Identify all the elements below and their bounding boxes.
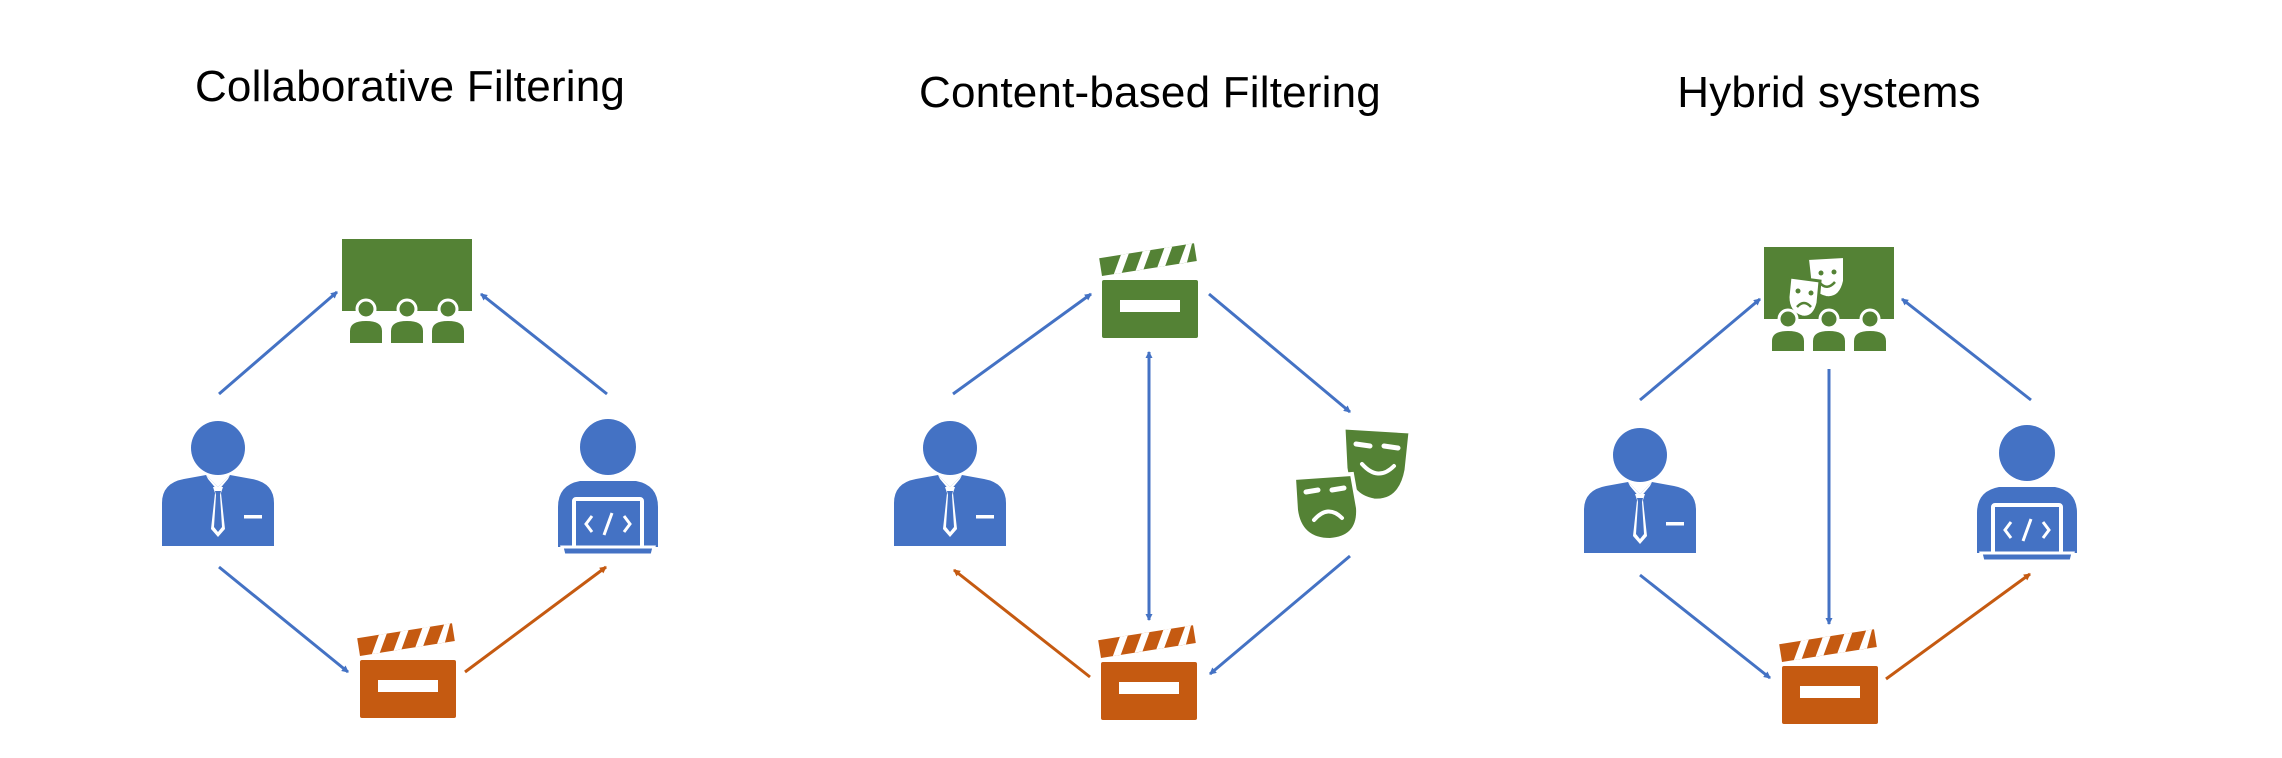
panel-title-content-based: Content-based Filtering <box>919 68 1381 117</box>
theatre-masks-icon <box>1294 428 1410 540</box>
arrow-genre-to-movie <box>1209 554 1351 676</box>
panel-content-based <box>894 243 1410 720</box>
arrow-movie-to-user <box>953 568 1091 679</box>
businessman-icon <box>894 421 1006 546</box>
panel-collaborative <box>162 239 660 718</box>
clapperboard-icon <box>357 623 456 718</box>
audience-screen-icon <box>342 239 472 343</box>
panel-hybrid <box>1584 247 2079 724</box>
clapperboard-icon <box>1779 629 1878 724</box>
audience-theatre-masks-icon <box>1764 247 1894 351</box>
arrow-user-to-audience <box>1639 297 1761 402</box>
panel-title-collaborative: Collaborative Filtering <box>194 62 626 111</box>
arrow-user-to-movie <box>218 565 349 674</box>
arrow-user-to-audience <box>218 290 338 396</box>
developer-laptop-icon <box>556 417 660 557</box>
panel-title-hybrid: Hybrid systems <box>1677 68 1981 117</box>
arrow-user-to-movie <box>1639 573 1771 680</box>
arrow-user-to-movie-profile <box>952 292 1092 396</box>
arrow-movie-to-developer <box>1885 572 2031 681</box>
clapperboard-icon <box>1099 243 1198 338</box>
arrow-movie-to-genre <box>1208 292 1351 414</box>
developer-laptop-icon <box>1975 423 2079 563</box>
businessman-icon <box>162 421 274 546</box>
arrow-movie-to-developer <box>464 565 607 674</box>
arrow-developer-to-audience <box>1901 297 2032 402</box>
businessman-icon <box>1584 428 1696 553</box>
clapperboard-icon <box>1098 625 1197 720</box>
arrow-developer-to-audience <box>480 292 608 396</box>
